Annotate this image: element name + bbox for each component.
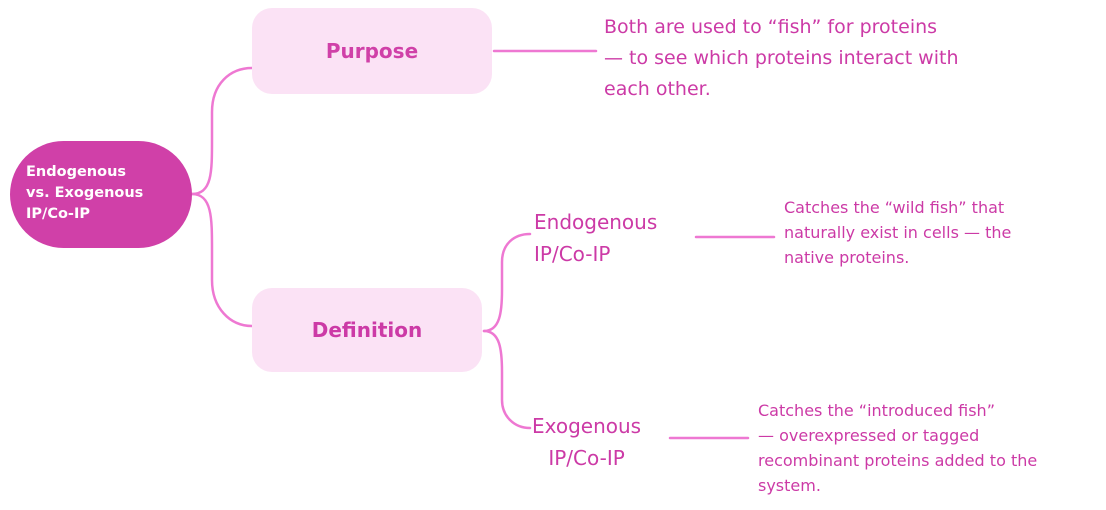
definition-to-endogenous-connector — [482, 232, 532, 333]
endogenous-node-line: Endogenous — [534, 210, 658, 234]
definition-node[interactable]: Definition — [252, 288, 482, 372]
purpose-description[interactable]: Both are used to “fish” for proteins — t… — [604, 12, 959, 105]
root-to-definition-connector — [190, 192, 254, 328]
exogenous-node-line: IP/Co-IP — [548, 446, 625, 470]
exogenous-node[interactable]: Exogenous IP/Co-IP — [532, 410, 641, 474]
purpose-description-line: — to see which proteins interact with — [604, 47, 959, 69]
root-node[interactable]: Endogenous vs. Exogenous IP/Co-IP — [10, 141, 192, 248]
endogenous-description-line: Catches the “wild fish” that — [784, 198, 1005, 217]
exogenous-description-line: Catches the “introduced fish” — [758, 401, 995, 420]
endogenous-description-line: native proteins. — [784, 248, 910, 267]
purpose-node-label: Purpose — [325, 39, 419, 63]
endogenous-node[interactable]: Endogenous IP/Co-IP — [534, 206, 657, 270]
purpose-description-line: each other. — [604, 78, 711, 100]
exogenous-description[interactable]: Catches the “introduced fish” — overexpr… — [758, 398, 1037, 498]
definition-to-exogenous-connector — [482, 329, 532, 430]
exogenous-node-line: Exogenous — [532, 414, 642, 438]
purpose-description-line: Both are used to “fish” for proteins — [604, 16, 938, 38]
exogenous-description-line: recombinant proteins added to the — [758, 451, 1038, 470]
endogenous-description[interactable]: Catches the “wild fish” that naturally e… — [784, 195, 1011, 270]
purpose-node[interactable]: Purpose — [252, 8, 492, 94]
definition-node-label: Definition — [311, 318, 423, 342]
exogenous-description-line: — overexpressed or tagged — [758, 426, 980, 445]
root-node-line: vs. Exogenous — [26, 185, 144, 201]
endogenous-node-line: IP/Co-IP — [534, 242, 611, 266]
endogenous-description-line: naturally exist in cells — the — [784, 223, 1012, 242]
exogenous-description-line: system. — [758, 476, 821, 495]
root-to-purpose-connector — [190, 66, 254, 196]
root-node-line: IP/Co-IP — [26, 206, 90, 222]
root-node-line: Endogenous — [26, 164, 127, 180]
